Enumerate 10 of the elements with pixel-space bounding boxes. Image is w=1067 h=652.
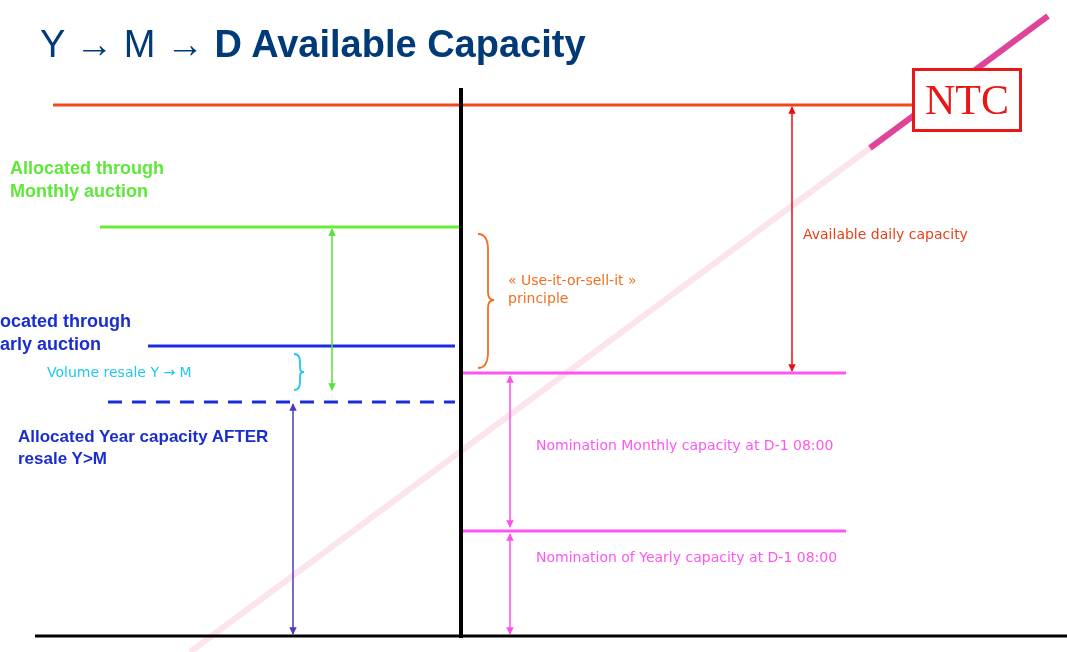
- annotation-text: ocated through arly auction: [0, 310, 132, 357]
- annotation-text: Nomination of Yearly capacity at D-1 08:00: [536, 548, 839, 567]
- slide-title: Y → M → D Available Capacity: [40, 22, 586, 67]
- annotation-text: Nomination Monthly capacity at D-1 08:00: [536, 436, 835, 455]
- annotation-text: Volume resale Y → M: [47, 363, 193, 382]
- annotation-text: « Use-it-or-sell-it » principle: [508, 271, 638, 308]
- ntc-box: NTC: [912, 68, 1022, 132]
- annotation-text: Available daily capacity: [803, 225, 969, 244]
- annotation-text: Allocated through Monthly auction: [10, 157, 165, 204]
- annotation-text: Allocated Year capacity AFTER resale Y>M: [18, 426, 270, 471]
